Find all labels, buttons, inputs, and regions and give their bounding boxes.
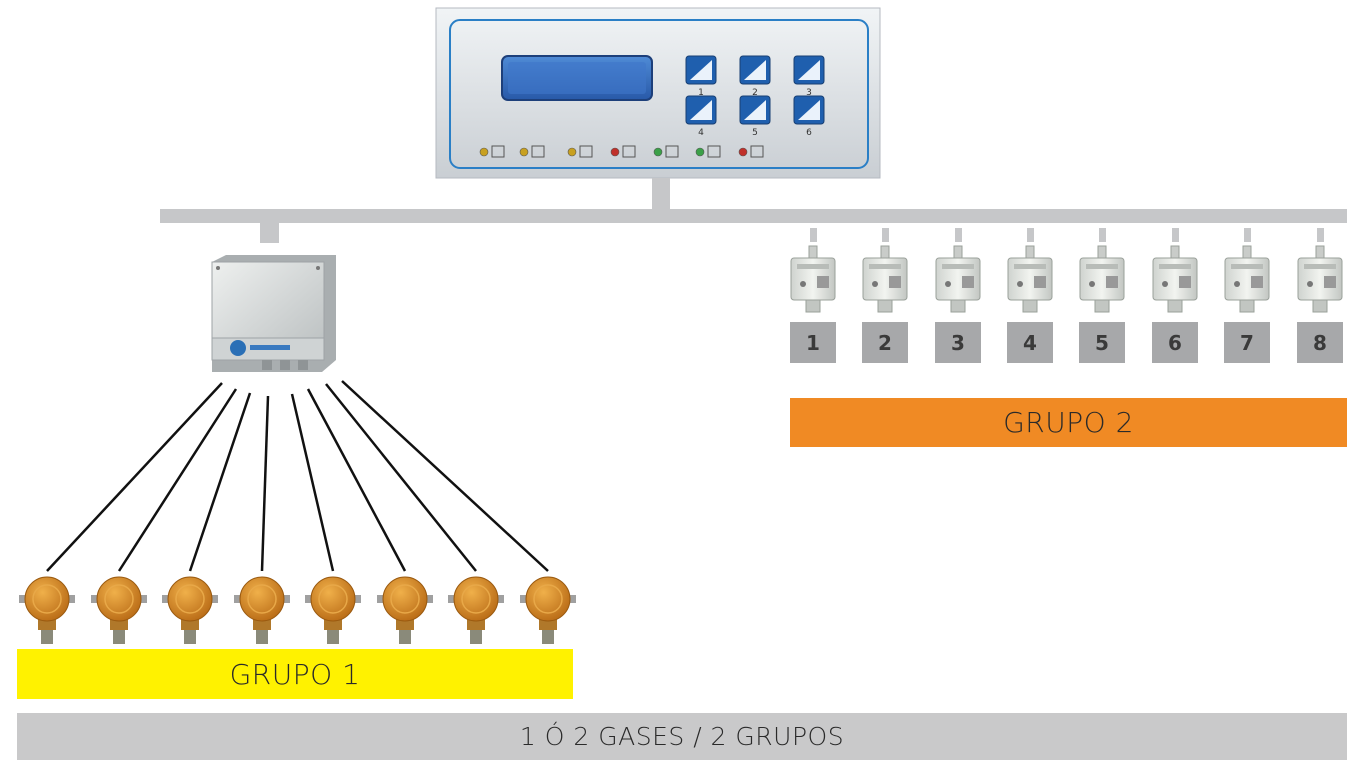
controller-button-number: 3 xyxy=(806,88,812,98)
sensor-wire xyxy=(46,382,223,572)
status-led xyxy=(610,145,636,158)
detector-drop xyxy=(882,228,889,242)
controller-button-1: 1 xyxy=(685,55,717,98)
status-led xyxy=(519,145,545,158)
sensor-wire xyxy=(188,392,252,572)
group1-gas-sensor xyxy=(162,576,218,644)
controller-button-5: 5 xyxy=(739,95,771,138)
detector-drop xyxy=(1317,228,1324,242)
sensor-number-2: 2 xyxy=(862,322,908,363)
group1-gas-sensor xyxy=(448,576,504,644)
group1-label: GRUPO 1 xyxy=(17,649,573,699)
group2-gas-detector xyxy=(862,245,908,313)
sensor-number-1: 1 xyxy=(790,322,836,363)
status-led xyxy=(567,145,593,158)
sensor-wire xyxy=(260,395,270,572)
group2-drops xyxy=(810,228,1324,242)
controller-buttons: 1 2 3 4 5 6 xyxy=(685,55,825,138)
controller-button-number: 6 xyxy=(806,128,812,138)
detector-drop xyxy=(1172,228,1179,242)
detector-drop xyxy=(955,228,962,242)
group1-gas-sensor xyxy=(91,576,147,644)
bus xyxy=(160,178,1347,243)
junction-box xyxy=(211,255,336,372)
bus-drop-group1 xyxy=(260,223,279,243)
sensor-wire xyxy=(306,388,407,572)
group2-label: GRUPO 2 xyxy=(790,398,1347,447)
group2-gas-detector xyxy=(1079,245,1125,313)
bus-drop xyxy=(652,178,670,212)
group2-gas-detector xyxy=(790,245,836,313)
controller-button-4: 4 xyxy=(685,95,717,138)
group1-gas-sensor xyxy=(520,576,576,644)
detector-drop xyxy=(1099,228,1106,242)
group2-gas-detector xyxy=(1152,245,1198,313)
controller-button-6: 6 xyxy=(793,95,825,138)
controller-button-number: 1 xyxy=(698,88,704,98)
group1-wires xyxy=(46,380,549,572)
group1-gas-sensor xyxy=(19,576,75,644)
controller-button-number: 2 xyxy=(752,88,758,98)
group2-gas-detector xyxy=(1007,245,1053,313)
controller-button-3: 3 xyxy=(793,55,825,98)
status-led xyxy=(479,145,505,158)
controller-button-number: 5 xyxy=(752,128,758,138)
controller-button-number: 4 xyxy=(698,128,704,138)
detector-drop xyxy=(1027,228,1034,242)
group1-gas-sensor xyxy=(377,576,433,644)
sensor-wire xyxy=(290,393,335,572)
group1-gas-sensor xyxy=(305,576,361,644)
group2-gas-detector xyxy=(1224,245,1270,313)
group2-detectors xyxy=(790,245,1343,313)
detector-drop xyxy=(810,228,817,242)
controller-leds xyxy=(479,145,764,158)
group2-gas-detector xyxy=(1297,245,1343,313)
footer-label: 1 Ó 2 GASES / 2 GRUPOS xyxy=(17,713,1347,760)
sensor-wire xyxy=(117,388,238,572)
sensor-number-7: 7 xyxy=(1224,322,1270,363)
sensor-number-6: 6 xyxy=(1152,322,1198,363)
sensor-number-5: 5 xyxy=(1079,322,1125,363)
group2-gas-detector xyxy=(935,245,981,313)
sensor-number-4: 4 xyxy=(1007,322,1053,363)
sensor-number-3: 3 xyxy=(935,322,981,363)
sensor-wire xyxy=(325,383,477,572)
sensor-number-8: 8 xyxy=(1297,322,1343,363)
status-led xyxy=(695,145,721,158)
status-led xyxy=(653,145,679,158)
sensor-wire xyxy=(341,380,549,572)
controller-button-2: 2 xyxy=(739,55,771,98)
bus-line xyxy=(160,209,1347,223)
group1-sensors xyxy=(19,576,576,644)
detector-drop xyxy=(1244,228,1251,242)
group1-gas-sensor xyxy=(234,576,290,644)
status-led xyxy=(738,145,764,158)
